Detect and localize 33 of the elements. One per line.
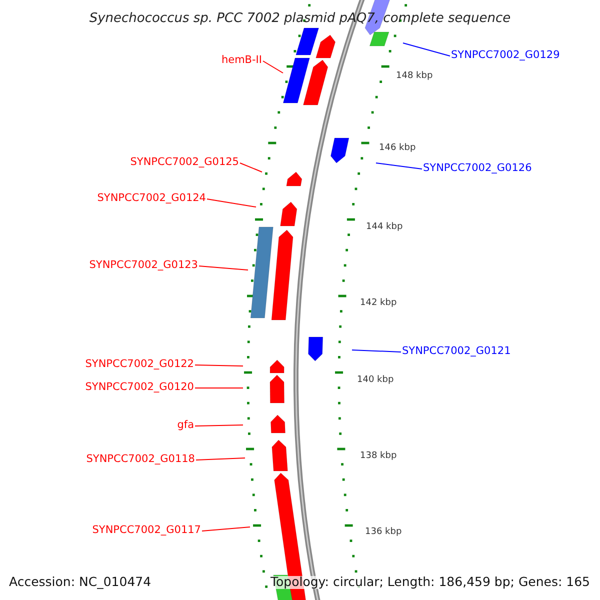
leader-line [196,458,246,460]
gene-label: SYNPCC7002_G0118 [86,454,195,464]
leader-line [194,364,244,366]
gene-label: SYNPCC7002_G0122 [85,359,194,370]
gene-label: SYNPCC7002_G0117 [92,525,201,536]
gene-label: hemB-II [221,55,262,66]
leader-line [262,60,284,74]
gene-label: SYNPCC7002_G0121 [402,346,511,356]
leader-line [240,162,262,172]
gene-label: SYNPCC7002_G0125 [130,157,239,168]
scale-label: 144 kbp [366,223,403,232]
gene-label: SYNPCC7002_G0123 [89,260,198,270]
map-title: Synechococcus sp. PCC 7002 plasmid pAQ7, complete sequence [88,12,512,25]
accession-note: Accession: NC_010474 [9,576,152,588]
leader-line [402,42,450,56]
scale-label: 138 kbp [360,452,397,461]
leader-line [198,266,248,270]
scale-label: 146 kbp [379,144,416,153]
leader-line [206,198,256,208]
gene-label: gfa [177,420,194,430]
leader-line [376,162,422,170]
scale-label: 140 kbp [357,376,394,385]
leader-line [194,424,244,426]
gene-label: SYNPCC7002_G0126 [423,163,532,174]
leader-line [202,526,250,532]
leader-line [352,350,402,352]
gene-label: SYNPCC7002_G0129 [451,50,560,60]
scale-label: 136 kbp [365,528,402,537]
gene-label: SYNPCC7002_G0124 [97,193,206,204]
scale-label: 142 kbp [360,299,397,308]
scale-label: 148 kbp [396,72,433,81]
map-summary: Topology: circular; Length: 186,459 bp; Genes: 165 [268,576,592,588]
gene-label: SYNPCC7002_G0120 [85,382,194,392]
